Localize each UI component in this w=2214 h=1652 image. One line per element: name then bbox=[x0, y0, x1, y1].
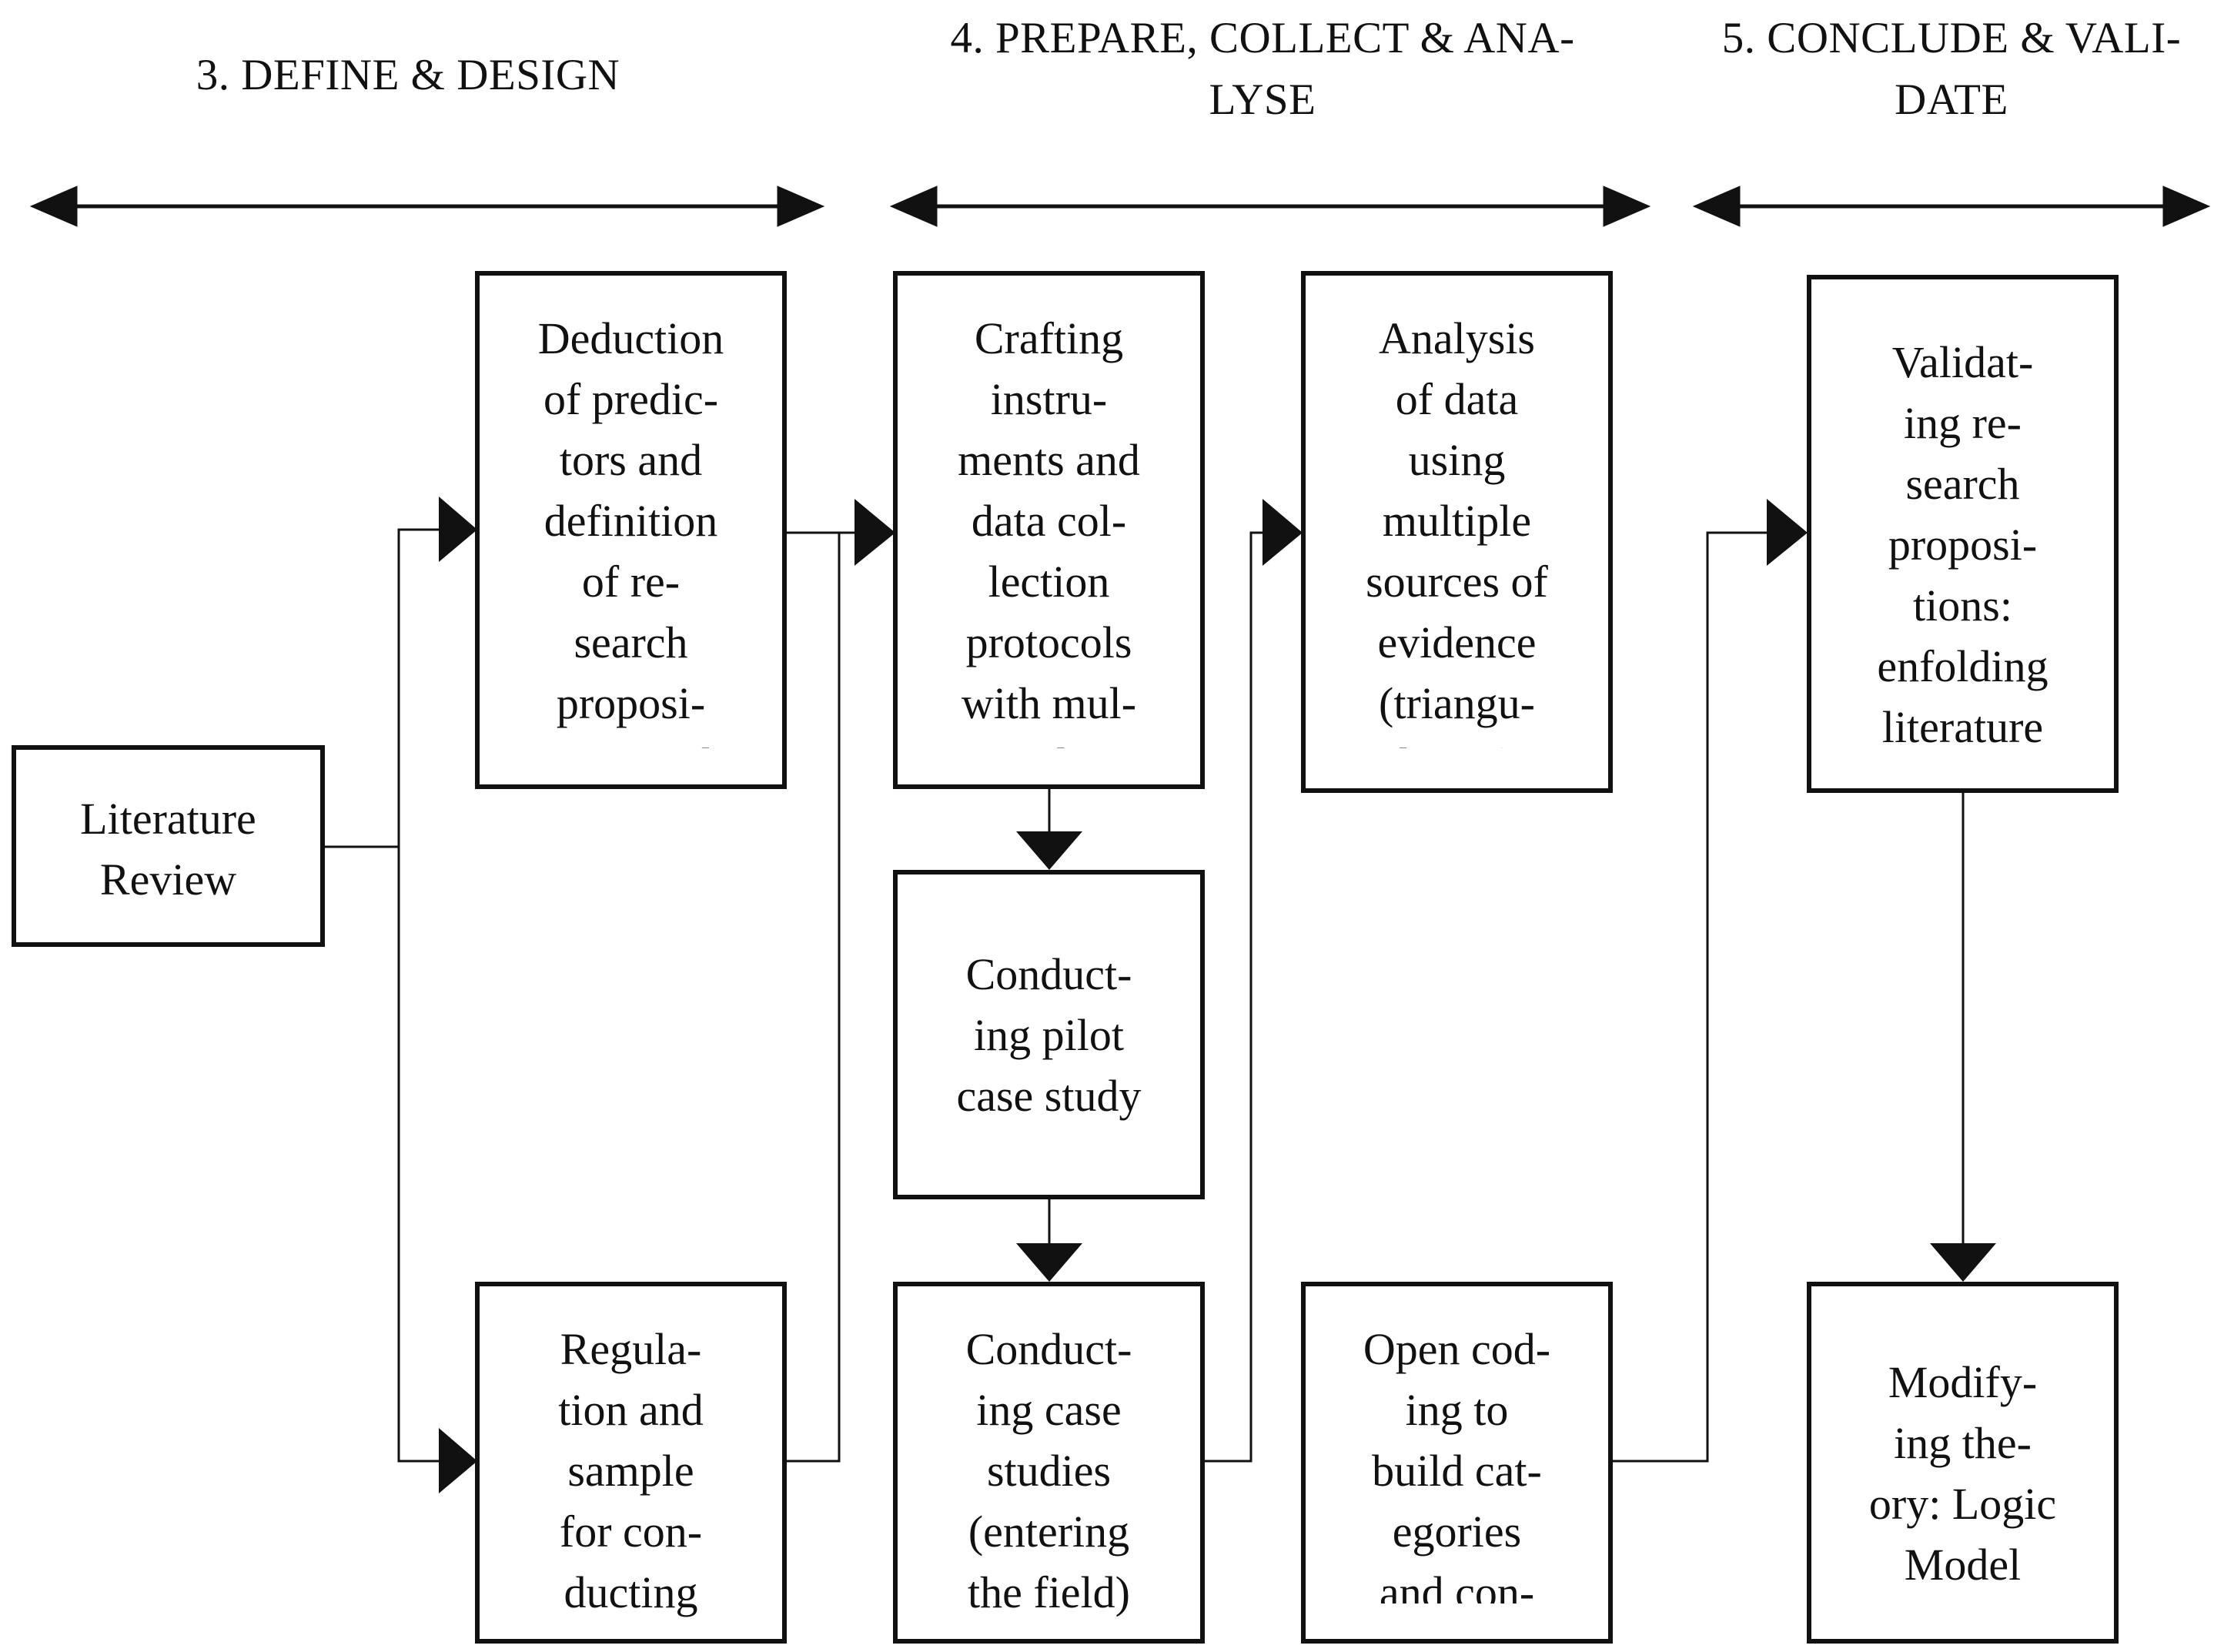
phase-arrow-prepare bbox=[889, 186, 1651, 227]
arrowhead-to-pilot bbox=[1016, 831, 1082, 870]
arrowhead-to-validating bbox=[1767, 499, 1808, 566]
arrowhead-to-modifying bbox=[1930, 1243, 1996, 1282]
connector-casestudies-to-analysis bbox=[1203, 531, 1263, 1463]
arrowhead-to-deduction bbox=[439, 497, 477, 562]
open-coding-box: Open cod- ing to build cat- egories and … bbox=[1301, 1282, 1613, 1644]
pilot-case-study-box: Conduct- ing pilot case study bbox=[893, 870, 1205, 1199]
arrowhead-to-crafting bbox=[854, 499, 895, 566]
regulation-label: Regula- tion and sample for con- ducting bbox=[558, 1324, 704, 1617]
phase-prepare-title: 4. PREPARE, COLLECT & ANA- LYSE bbox=[950, 14, 1575, 124]
literature-review-label: Literature Review bbox=[80, 794, 256, 905]
connector-split-to-deduction bbox=[397, 528, 439, 847]
open-coding-label: Open cod- ing to build cat- egories and … bbox=[1363, 1324, 1551, 1604]
arrowhead-to-analysis bbox=[1263, 499, 1303, 566]
arrowhead-to-casestudies bbox=[1016, 1243, 1082, 1282]
modifying-theory-label: Modify- ing the- ory: Logic Model bbox=[1868, 1357, 2057, 1590]
connector-opencoding-to-validating bbox=[1611, 531, 1767, 1463]
pilot-case-study-label: Conduct- ing pilot case study bbox=[956, 949, 1142, 1121]
connector-split-to-regulation bbox=[397, 847, 439, 1463]
crafting-label: Crafting instru- ments and data col- lec… bbox=[958, 313, 1140, 748]
validating-label: Validat- ing re- search proposi- tions: … bbox=[1877, 337, 2048, 752]
arrowhead-to-regulation bbox=[439, 1428, 477, 1493]
case-studies-label: Conduct- ing case studies (entering the … bbox=[965, 1324, 1132, 1617]
phase-arrow-define bbox=[29, 186, 825, 227]
crafting-box: Crafting instru- ments and data col- lec… bbox=[893, 271, 1205, 789]
analysis-box: Analysis of data using multiple sources … bbox=[1301, 271, 1613, 793]
validating-box: Validat- ing re- search proposi- tions: … bbox=[1807, 275, 2119, 793]
literature-review-box: Literature Review bbox=[12, 745, 325, 947]
case-studies-box: Conduct- ing case studies (entering the … bbox=[893, 1282, 1205, 1644]
deduction-box: Deduction of predic- tors and definition… bbox=[475, 271, 787, 789]
phase-arrow-conclude bbox=[1692, 186, 2211, 227]
analysis-label: Analysis of data using multiple sources … bbox=[1366, 313, 1548, 748]
deduction-label: Deduction of predic- tors and definition… bbox=[537, 313, 724, 748]
modifying-theory-box: Modify- ing the- ory: Logic Model bbox=[1807, 1282, 2119, 1644]
phase-define-title: 3. DEFINE & DESIGN bbox=[196, 51, 620, 99]
phase-conclude-title: 5. CONCLUDE & VALI- DATE bbox=[1721, 14, 2182, 124]
connector-regulation-to-crafting bbox=[787, 533, 841, 1463]
regulation-box: Regula- tion and sample for con- ducting bbox=[475, 1282, 787, 1644]
